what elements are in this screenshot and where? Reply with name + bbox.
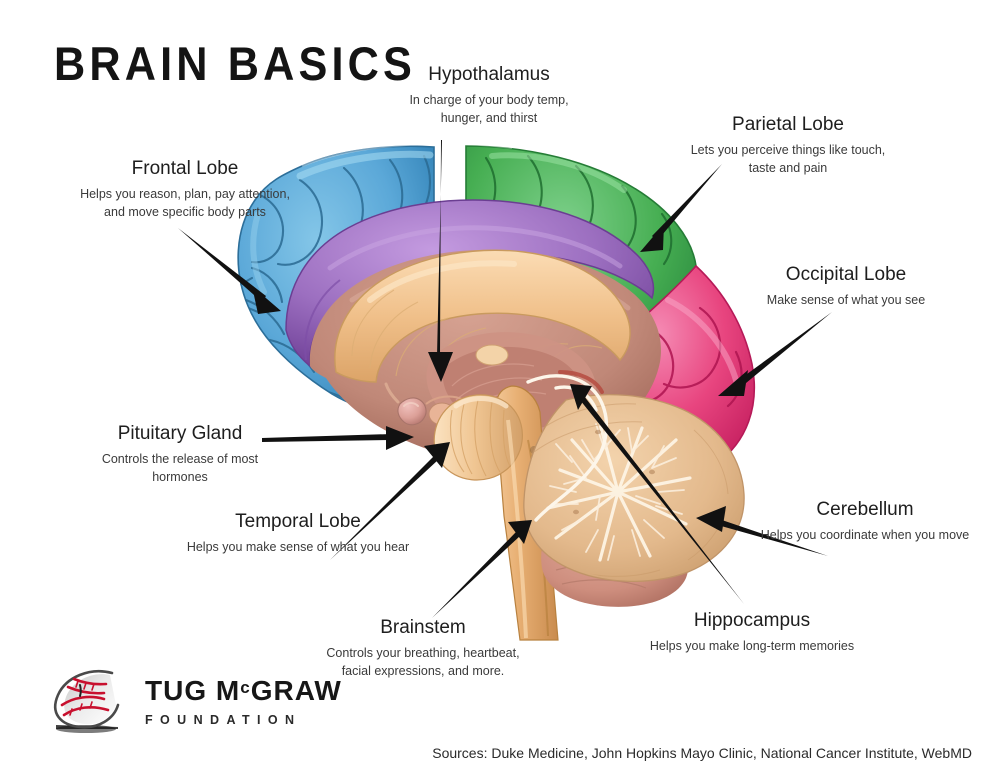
- callout-hypothalamus: Hypothalamus In charge of your body temp…: [378, 64, 600, 127]
- logo-name: TUG McGRAW: [145, 675, 342, 706]
- callout-desc-occipital-lobe: Make sense of what you see: [766, 292, 926, 307]
- callout-title-temporal-lobe: Temporal Lobe: [235, 511, 361, 532]
- callout-title-cerebellum: Cerebellum: [816, 499, 914, 520]
- arrow-temporal-lobe: [330, 442, 450, 560]
- callout-title-frontal-lobe: Frontal Lobe: [131, 158, 239, 179]
- callout-cerebellum: Cerebellum Helps you coordinate when you…: [750, 499, 980, 544]
- callout-frontal-lobe: Frontal Lobe Helps you reason, plan, pay…: [60, 158, 310, 221]
- callout-desc-hippocampus: Helps you make long-term memories: [649, 638, 855, 653]
- callout-pituitary-gland: Pituitary Gland Controls the release of …: [90, 423, 270, 486]
- logo-wordmark: TUG McGRAW FOUNDATION: [145, 675, 342, 728]
- callout-title-hippocampus: Hippocampus: [693, 610, 811, 631]
- callout-desc-pituitary-gland: Controls the release of most hormones: [101, 451, 259, 484]
- callout-title-brainstem: Brainstem: [380, 617, 466, 638]
- callout-occipital-lobe: Occipital Lobe Make sense of what you se…: [746, 264, 946, 309]
- pituitary-gland-region: [384, 382, 427, 426]
- arrow-pituitary-gland: [262, 426, 414, 450]
- callout-hippocampus: Hippocampus Helps you make long-term mem…: [640, 610, 864, 655]
- callout-desc-brainstem: Controls your breathing, heartbeat, faci…: [326, 645, 520, 678]
- arrow-hippocampus: [570, 384, 744, 604]
- arrow-hypothalamus: [428, 140, 453, 382]
- callout-parietal-lobe: Parietal Lobe Lets you perceive things l…: [672, 114, 904, 177]
- callout-desc-temporal-lobe: Helps you make sense of what you hear: [186, 539, 410, 554]
- baseball-logo-icon: [53, 669, 120, 733]
- callout-brainstem: Brainstem Controls your breathing, heart…: [308, 617, 538, 680]
- callout-title-parietal-lobe: Parietal Lobe: [732, 114, 844, 135]
- callout-desc-hypothalamus: In charge of your body temp, hunger, and…: [409, 92, 569, 125]
- callout-title-pituitary-gland: Pituitary Gland: [117, 423, 243, 444]
- sources-line: Sources: Duke Medicine, John Hopkins May…: [432, 745, 972, 761]
- callout-desc-cerebellum: Helps you coordinate when you move: [760, 527, 970, 542]
- callout-desc-frontal-lobe: Helps you reason, plan, pay attention, a…: [80, 186, 290, 219]
- page-title: BRAIN BASICS: [54, 37, 416, 90]
- arrow-frontal-lobe: [178, 228, 281, 314]
- callout-title-occipital-lobe: Occipital Lobe: [785, 264, 907, 285]
- arrow-occipital-lobe: [718, 312, 832, 396]
- arrow-parietal-lobe: [640, 164, 722, 252]
- arrow-brainstem: [432, 520, 532, 618]
- callout-desc-parietal-lobe: Lets you perceive things like touch, tas…: [690, 142, 886, 175]
- arrow-cerebellum: [696, 506, 828, 556]
- callout-title-hypothalamus: Hypothalamus: [428, 64, 550, 85]
- logo-subtitle: FOUNDATION: [145, 713, 302, 727]
- callout-temporal-lobe: Temporal Lobe Helps you make sense of wh…: [180, 511, 416, 556]
- tug-mcgraw-foundation-logo: TUG McGRAW FOUNDATION: [40, 663, 341, 745]
